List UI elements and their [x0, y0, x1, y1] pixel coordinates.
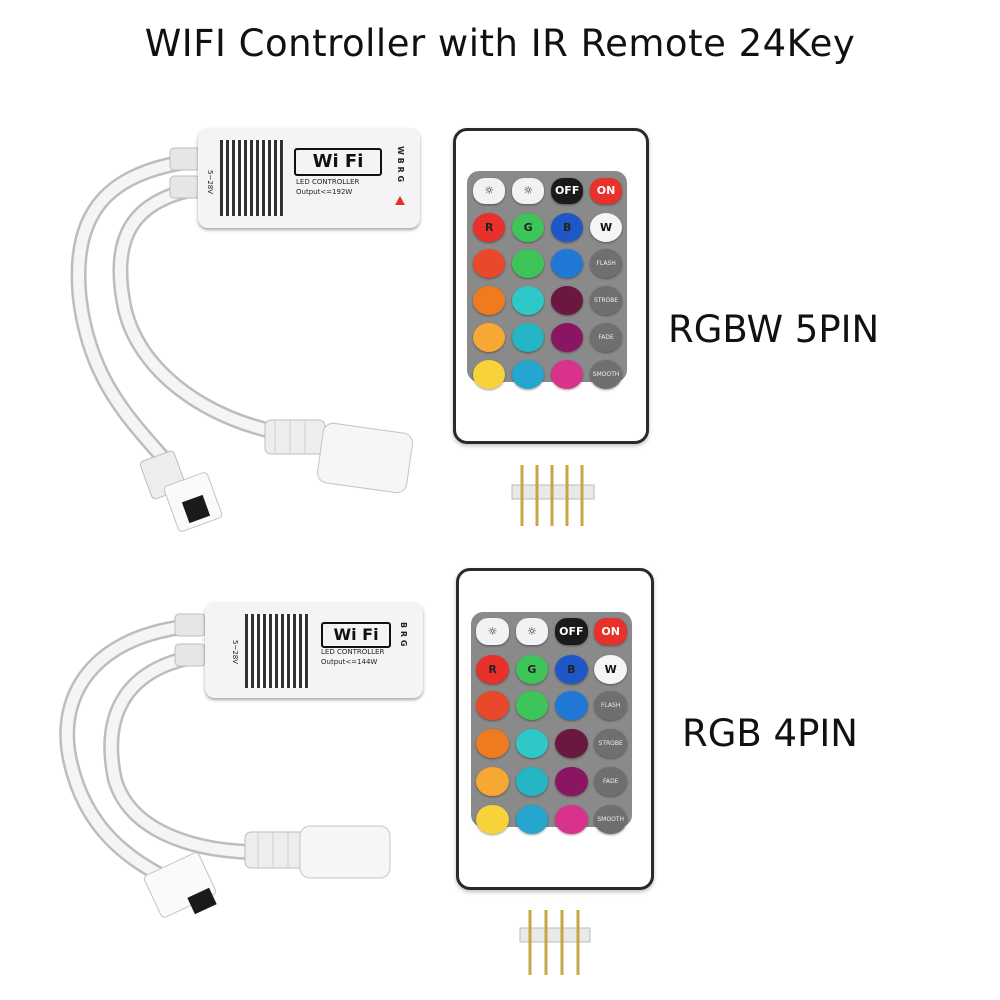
- color-key: [476, 729, 509, 759]
- key-smooth: SMOOTH: [594, 804, 627, 835]
- model-text: LED CONTROLLER: [321, 648, 385, 656]
- pin-header-5: [511, 465, 595, 526]
- wifi-controller-rgb: Wi Fi LED CONTROLLER Output<=144W 5~28V …: [205, 602, 423, 698]
- color-key: [512, 360, 545, 390]
- model-text: LED CONTROLLER: [296, 178, 360, 186]
- dc-connector-top: [264, 419, 413, 494]
- key-flash: FLASH: [589, 248, 623, 278]
- key-w: W: [589, 213, 623, 243]
- key-g: G: [512, 213, 545, 243]
- voltage-text: 5~28V: [231, 640, 239, 665]
- dc-connector-bottom: [244, 825, 391, 879]
- key-r: R: [473, 213, 506, 243]
- color-key: [551, 248, 584, 278]
- key-w: W: [594, 654, 627, 685]
- key-fade: FADE: [589, 323, 623, 353]
- page-title: WIFI Controller with IR Remote 24Key: [144, 22, 856, 65]
- color-key: [555, 691, 588, 721]
- color-key: [515, 766, 549, 797]
- key-g: G: [515, 654, 549, 685]
- color-key: [473, 323, 506, 353]
- color-key: [473, 360, 506, 390]
- color-key: [473, 286, 506, 316]
- arrow-up-icon: [395, 196, 405, 205]
- qr-code: [245, 614, 309, 688]
- color-key: [515, 729, 549, 759]
- key-b: B: [555, 654, 588, 685]
- key-b: B: [551, 213, 584, 243]
- key-off: OFF: [551, 177, 584, 204]
- label-rgb-4pin: RGB 4PIN: [682, 712, 858, 755]
- key-strobe: STROBE: [594, 729, 627, 759]
- qr-code: [220, 140, 284, 216]
- strain-relief: [174, 613, 206, 667]
- key-strobe: STROBE: [589, 286, 623, 316]
- key-on: ON: [589, 177, 623, 204]
- key-off: OFF: [555, 618, 588, 646]
- color-key: [555, 729, 588, 759]
- color-key: [555, 766, 588, 797]
- key-brightness-up: ☼: [473, 177, 506, 204]
- color-key: [551, 323, 584, 353]
- color-key: [551, 360, 584, 390]
- key-brightness-down: ☼: [515, 618, 549, 646]
- cable-bottom-2: [103, 647, 258, 860]
- key-smooth: SMOOTH: [589, 360, 623, 390]
- color-key: [473, 248, 506, 278]
- pin-connector-bottom: [143, 852, 217, 918]
- strain-relief: [169, 147, 201, 199]
- color-key: [555, 804, 588, 835]
- key-flash: FLASH: [594, 691, 627, 721]
- pin-order-text: B R G: [399, 622, 408, 647]
- color-key: [476, 766, 509, 797]
- label-rgbw-5pin: RGBW 5PIN: [668, 308, 880, 351]
- color-key: [515, 691, 549, 721]
- key-r: R: [476, 654, 509, 685]
- wifi-logo: Wi Fi: [294, 148, 382, 176]
- color-key: [551, 286, 584, 316]
- color-key: [476, 804, 509, 835]
- pin-connector-top: [139, 450, 223, 532]
- output-text: Output<=144W: [321, 658, 378, 666]
- cable-bottom-1: [59, 617, 213, 888]
- pin-header-4: [519, 910, 591, 975]
- color-key: [515, 804, 549, 835]
- color-key: [512, 286, 545, 316]
- color-key: [476, 691, 509, 721]
- color-key: [512, 323, 545, 353]
- key-on: ON: [594, 618, 627, 646]
- output-text: Output<=192W: [296, 188, 353, 196]
- cable-top-2: [112, 180, 283, 440]
- wifi-logo: Wi Fi: [321, 622, 391, 648]
- pin-order-text: W B R G: [396, 146, 405, 183]
- key-brightness-down: ☼: [512, 177, 545, 204]
- key-brightness-up: ☼: [476, 618, 509, 646]
- key-fade: FADE: [594, 766, 627, 797]
- color-key: [512, 248, 545, 278]
- voltage-text: 5~28V: [206, 170, 214, 195]
- cable-top-1: [70, 152, 208, 468]
- wifi-controller-rgbw: Wi Fi LED CONTROLLER Output<=192W 5~28V …: [198, 128, 420, 228]
